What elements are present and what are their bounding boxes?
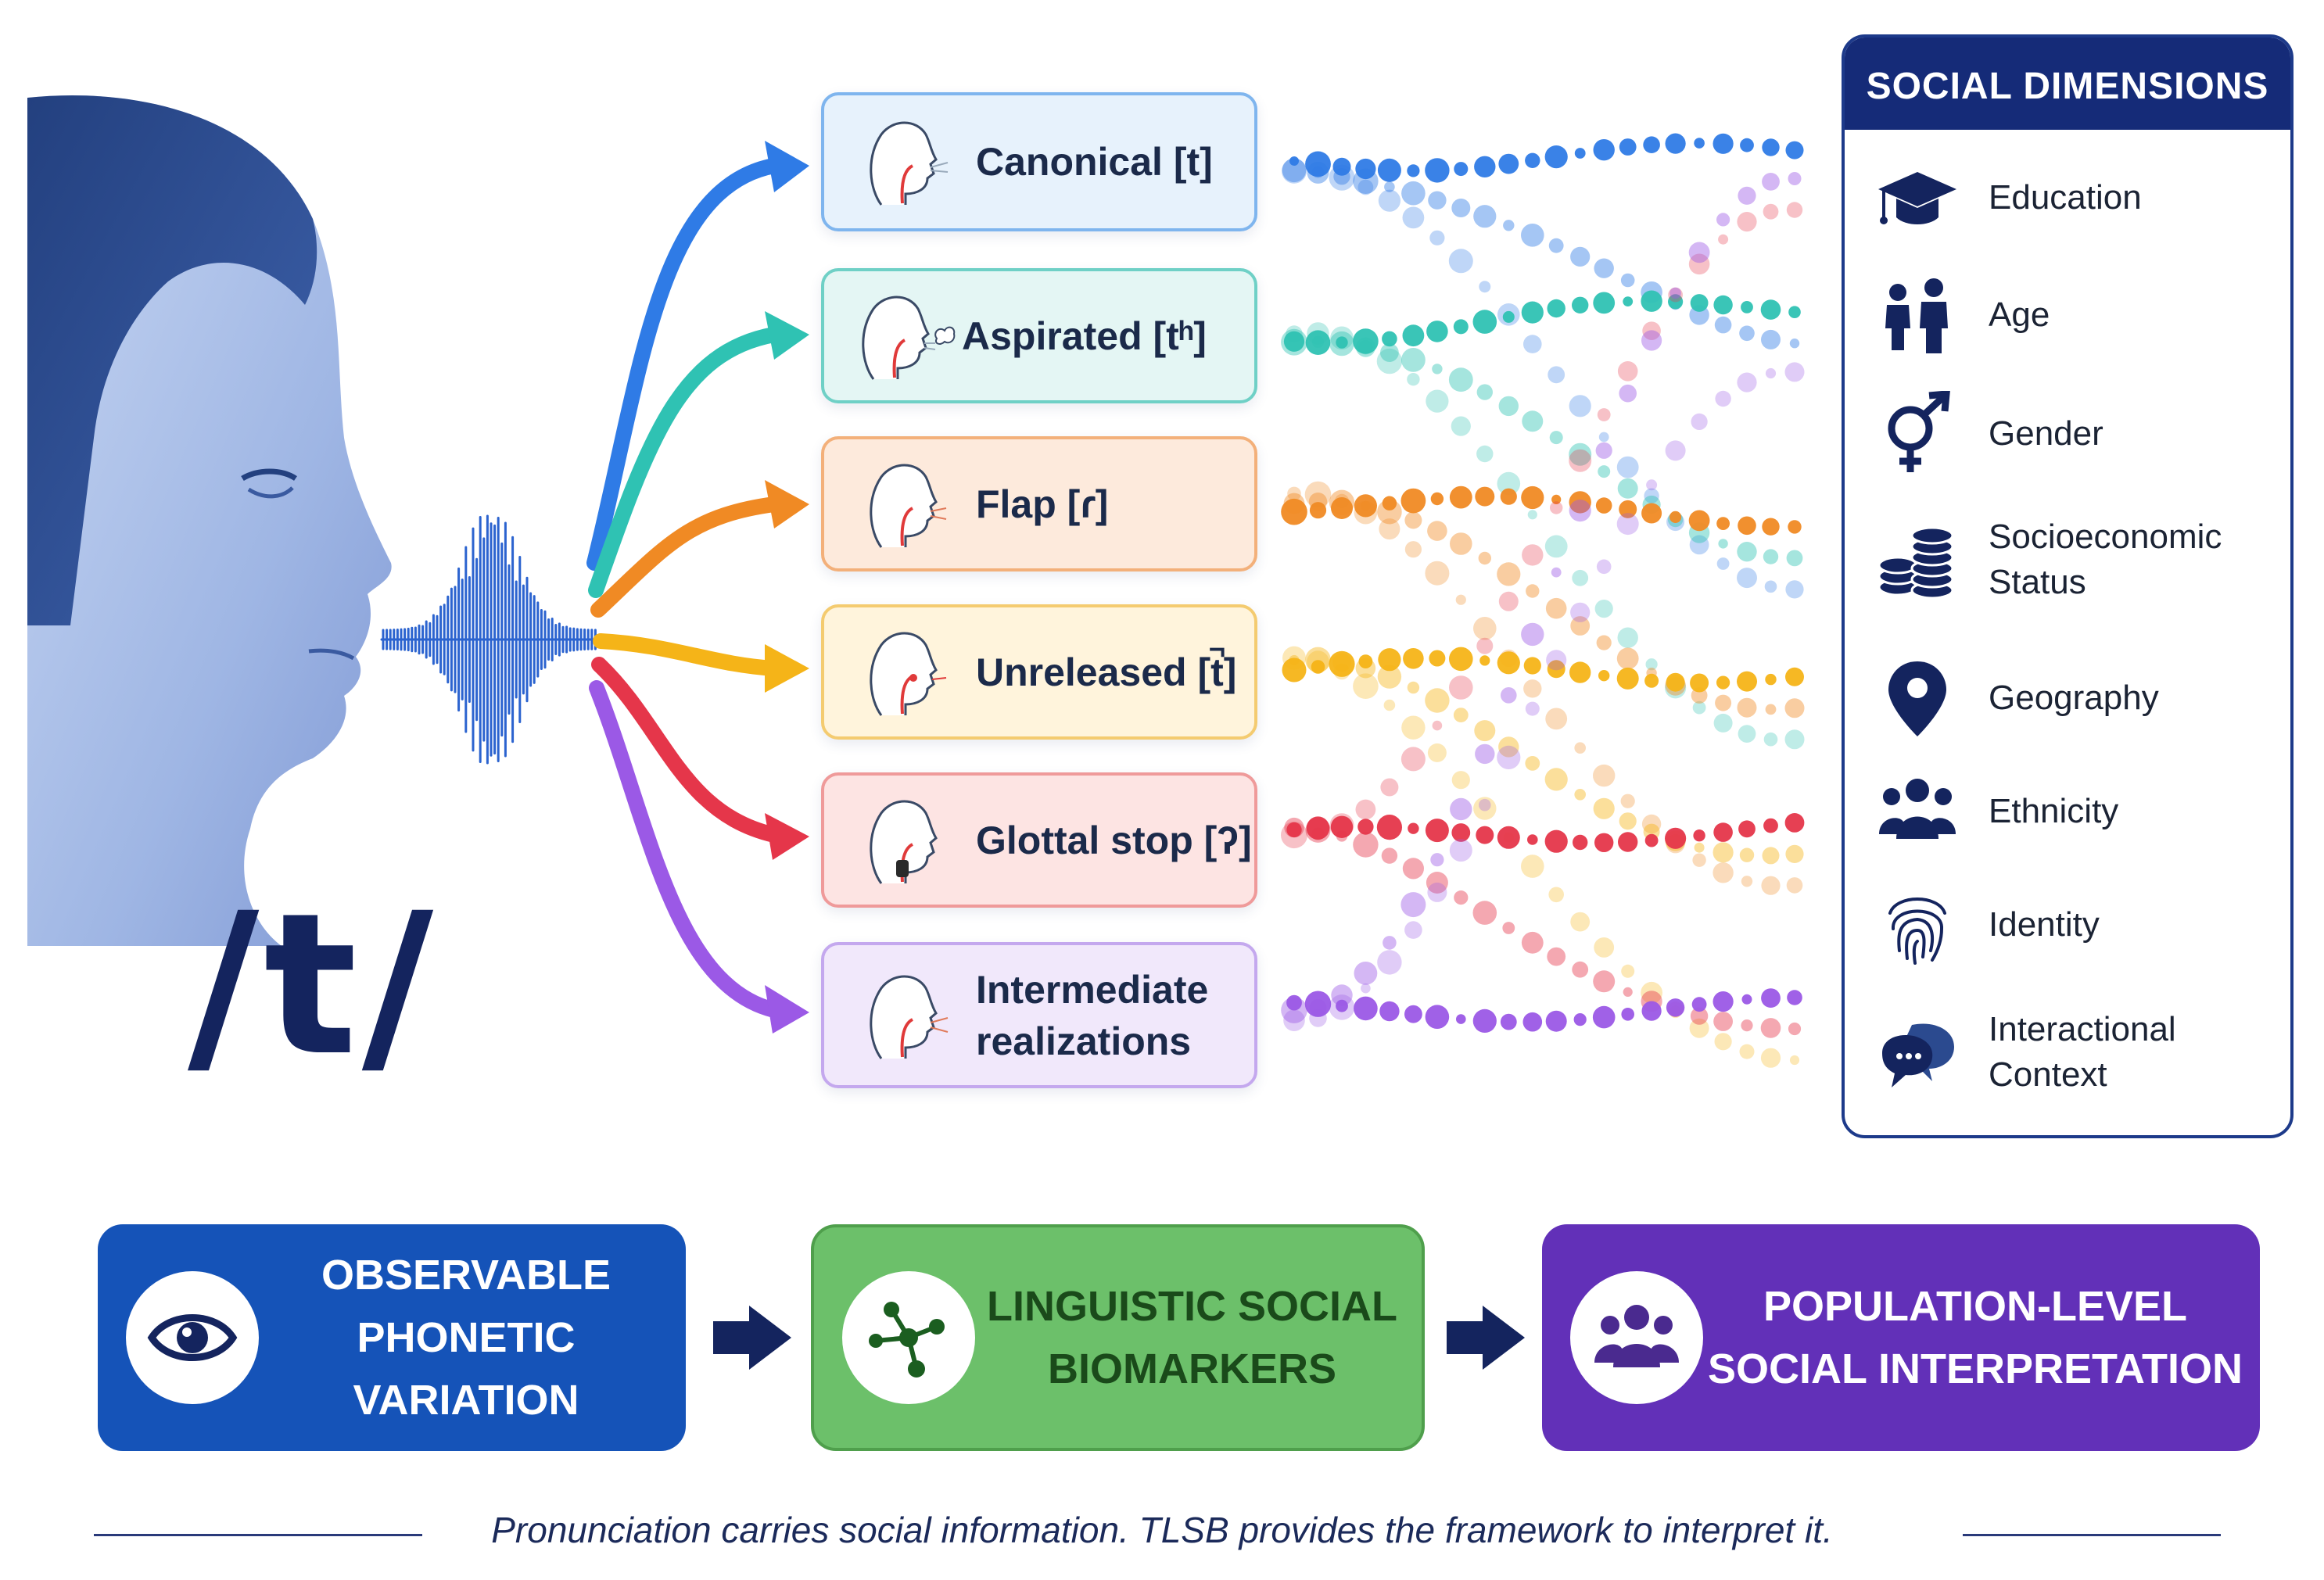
sound-waveform (380, 514, 604, 765)
arrow-heads (765, 141, 809, 1034)
variant-card-canonical: Canonical [t] (821, 92, 1257, 231)
stage-social-biomarkers: LINGUISTIC SOCIAL BIOMARKERS (811, 1224, 1425, 1451)
dimension-label-line1: Interactional (1989, 1010, 2176, 1048)
stage-icon-circle (126, 1271, 259, 1404)
variant-card-glottal-stop: Glottal stop [ʔ] (821, 772, 1257, 908)
variant-card-unreleased: Unreleased [t̚] (821, 604, 1257, 740)
dimension-geography: Geography (1845, 655, 2290, 741)
social-dimensions-panel: SOCIAL DIMENSIONS Education Age Gender (1842, 34, 2294, 1138)
dimension-label-line2: Context (1989, 1055, 2107, 1094)
gender-icon (1888, 391, 1950, 472)
variant-card-intermediate: Intermediate realizations (821, 942, 1257, 1088)
vocal-tract-icon (870, 800, 938, 884)
variant-label-line2: realizations (976, 1019, 1192, 1063)
stage-label: OBSERVABLE PHONETIC VARIATION (259, 1244, 686, 1431)
pipeline-arrow-1 (713, 1306, 791, 1370)
stage-label-line2: SOCIAL INTERPRETATION (1707, 1345, 2243, 1392)
fingerprint-icon (1888, 897, 1946, 965)
variant-label: Canonical [t] (976, 140, 1213, 184)
pipeline-arrow-2 (1447, 1306, 1525, 1370)
variant-label-line1: Intermediate (976, 967, 1209, 1012)
caption: Pronunciation carries social information… (491, 1510, 1833, 1550)
stage-label-line1: OBSERVABLE (321, 1252, 611, 1299)
stage-icon-circle (842, 1271, 975, 1404)
variant-label: Aspirated [tʰ] (962, 313, 1207, 358)
variant-card-flap: Flap [ɾ] (821, 436, 1257, 571)
stage-icon-circle (1570, 1271, 1703, 1404)
eye-icon (147, 1314, 238, 1361)
dimension-label: Interactional Context (1989, 1007, 2176, 1098)
dimension-label-line1: Socioeconomic (1989, 518, 2222, 556)
stage-label-line1: POPULATION-LEVEL (1763, 1283, 2187, 1330)
variant-label: Intermediate realizations (976, 964, 1208, 1067)
coins-icon (1877, 526, 1954, 600)
dimension-label: Socioeconomic Status (1989, 514, 2222, 605)
stage-observable-variation: OBSERVABLE PHONETIC VARIATION (98, 1224, 686, 1451)
variant-arrows (586, 158, 782, 1018)
variant-card-aspirated: Aspirated [tʰ] (821, 268, 1257, 403)
graduation-cap-icon (1878, 172, 1956, 224)
caption-rule-right (1963, 1534, 2221, 1536)
dimension-label: Ethnicity (1989, 792, 2119, 830)
stage-label-line2: PHONETIC VARIATION (353, 1314, 579, 1424)
caption-rule-left (94, 1534, 422, 1536)
dimension-label: Gender (1989, 414, 2103, 453)
social-dimensions-title: SOCIAL DIMENSIONS (1845, 38, 2290, 130)
vocal-tract-icon (862, 296, 956, 380)
people-icon (1885, 278, 1948, 353)
dimension-gender: Gender (1845, 391, 2290, 477)
face-profile-illustration (27, 95, 392, 946)
stage-label-line2: BIOMARKERS (1047, 1345, 1336, 1392)
dimension-interactional-context: Interactional Context (1845, 1007, 2290, 1098)
vocal-tract-icon (870, 975, 949, 1059)
variant-label: Unreleased [t̚] (976, 650, 1237, 694)
dimension-label-line2: Status (1989, 563, 2086, 601)
group-icon (1879, 779, 1956, 839)
dimension-identity: Identity (1845, 882, 2290, 968)
location-pin-icon (1888, 661, 1946, 736)
dimension-label: Geography (1989, 679, 2159, 717)
stage-label-line1: LINGUISTIC SOCIAL (987, 1283, 1397, 1330)
group-icon (1594, 1305, 1679, 1367)
dimension-label: Identity (1989, 905, 2100, 944)
variant-label: Flap [ɾ] (976, 482, 1109, 526)
stage-population-interpretation: POPULATION-LEVEL SOCIAL INTERPRETATION (1542, 1224, 2260, 1451)
vocal-tract-icon (870, 464, 947, 548)
dot-streams (1281, 133, 1805, 1068)
variant-label: Glottal stop [ʔ] (976, 818, 1252, 862)
network-icon (869, 1302, 945, 1378)
dimension-age: Age (1845, 272, 2290, 358)
stage-label: POPULATION-LEVEL SOCIAL INTERPRETATION (1703, 1275, 2260, 1400)
dimension-label: Education (1989, 178, 2142, 217)
dimension-ethnicity: Ethnicity (1845, 769, 2290, 854)
phoneme-label: /t/ (188, 871, 439, 1098)
vocal-tract-icon (870, 632, 947, 716)
dimension-socioeconomic-status: Socioeconomic Status (1845, 514, 2290, 605)
dimension-label: Age (1989, 296, 2050, 334)
vocal-tract-icon (870, 121, 949, 206)
chat-bubbles-icon (1882, 1023, 1954, 1087)
dimension-education: Education (1845, 155, 2290, 241)
stage-label: LINGUISTIC SOCIAL BIOMARKERS (975, 1275, 1422, 1400)
